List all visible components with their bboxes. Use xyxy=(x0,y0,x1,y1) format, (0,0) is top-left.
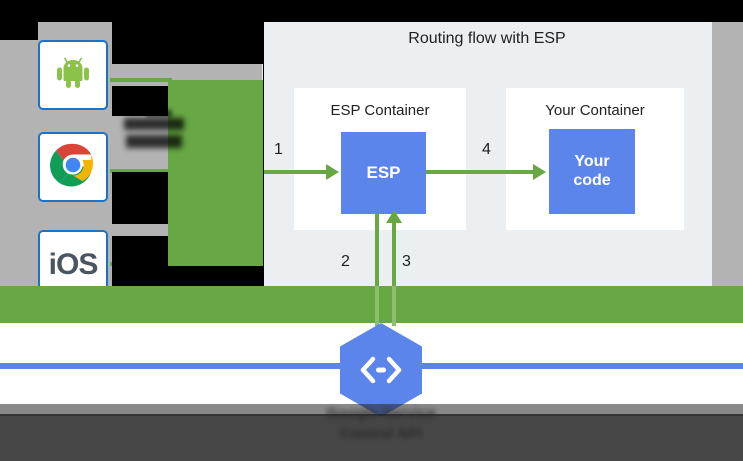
esp-container-label: ESP Container xyxy=(330,102,430,119)
connector-android xyxy=(110,78,172,82)
redaction-bar xyxy=(112,172,168,224)
redaction-bar xyxy=(112,236,168,266)
step-number-3: 3 xyxy=(402,253,411,270)
your-code-label: Your code xyxy=(573,153,610,190)
arrow-3-line xyxy=(392,222,396,326)
redaction-bar xyxy=(112,22,264,64)
ios-text-icon: iOS xyxy=(48,248,99,281)
step-number-4: 4 xyxy=(482,141,491,158)
client-card-android[interactable] xyxy=(38,40,108,110)
redaction-bar xyxy=(263,22,264,287)
redaction-bar-blurred xyxy=(146,110,172,117)
redaction-bar-blurred xyxy=(126,135,182,148)
step-number-2: 2 xyxy=(341,253,350,270)
your-container-label: Your Container xyxy=(545,102,645,119)
arrow-4-line xyxy=(426,170,536,174)
arrow-1-head xyxy=(326,164,339,180)
redaction-bar xyxy=(0,22,38,40)
your-code-line2: code xyxy=(573,171,611,189)
arrow-3-line-overlay xyxy=(392,286,396,326)
arrow-2-line-overlay xyxy=(375,286,379,326)
arrow-4-head xyxy=(533,164,546,180)
connector-chrome xyxy=(110,169,172,173)
arrow-3-head xyxy=(386,210,402,223)
page-title: Routing flow with ESP xyxy=(408,30,566,47)
green-block-left xyxy=(168,80,263,266)
bottom-overlay xyxy=(0,414,743,461)
top-redaction-bar xyxy=(0,0,743,22)
bottom-overlay-soft xyxy=(0,404,743,416)
arrow-2-line xyxy=(375,214,379,326)
your-code-box[interactable]: Your code xyxy=(549,129,635,214)
step-number-1: 1 xyxy=(274,141,283,158)
api-code-brackets-icon xyxy=(357,355,405,385)
your-code-line1: Your xyxy=(574,153,610,171)
esp-service-box[interactable]: ESP xyxy=(341,132,426,214)
client-card-chrome[interactable] xyxy=(38,132,108,202)
chrome-icon xyxy=(50,142,96,193)
esp-service-label: ESP xyxy=(366,163,401,183)
arrow-1-line xyxy=(264,170,328,174)
redaction-bar-blurred xyxy=(124,118,184,130)
right-gray-strip xyxy=(712,22,743,286)
green-band xyxy=(0,286,743,323)
android-icon xyxy=(53,53,93,98)
